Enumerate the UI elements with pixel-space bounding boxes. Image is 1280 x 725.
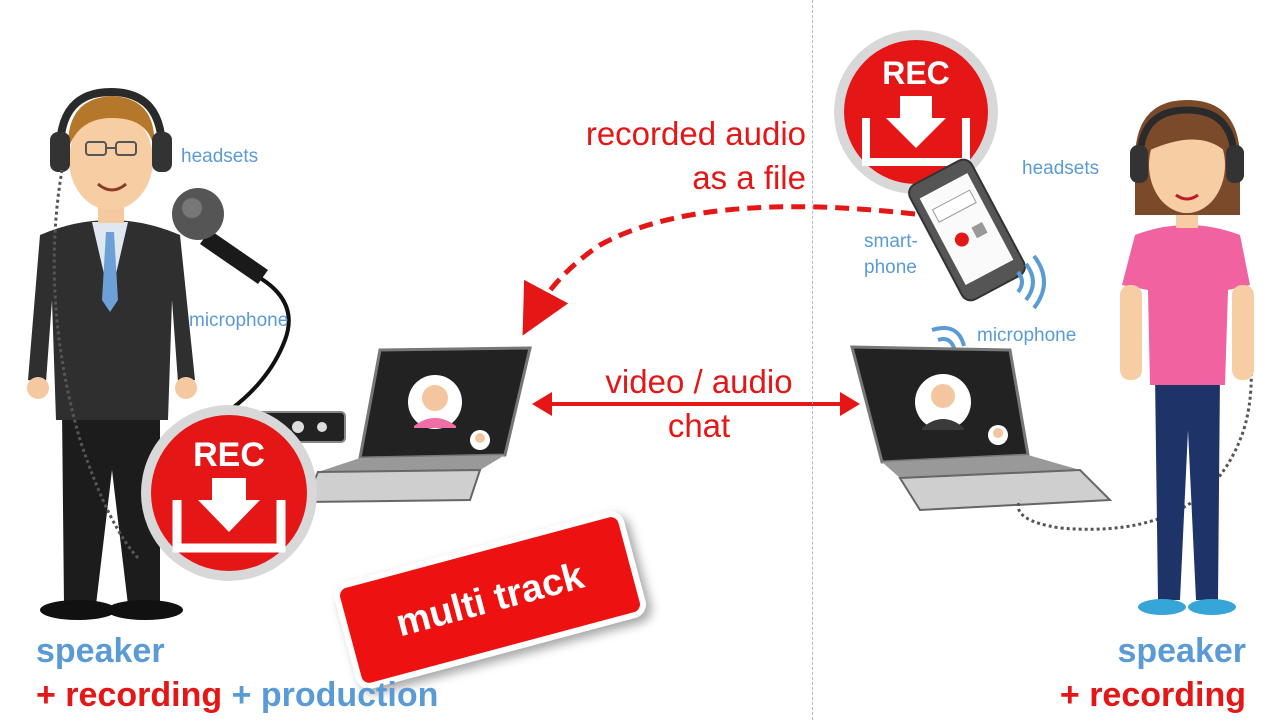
smartphone-icon — [908, 158, 1026, 302]
section-divider — [812, 0, 813, 720]
left-caption-recording: + recording — [36, 676, 223, 714]
left-caption-speaker: speaker — [36, 632, 165, 670]
female-speaker-figure — [1120, 100, 1254, 615]
microphone-icon — [172, 188, 291, 412]
right-caption-speaker: speaker — [1117, 632, 1246, 670]
left-headsets-label: headsets — [181, 146, 259, 167]
chat-label-line1: video / audio — [605, 363, 793, 400]
rec-badge-left: REC — [141, 405, 317, 581]
right-caption-recording: + recording — [1059, 676, 1246, 714]
left-caption-production: + production — [231, 676, 439, 714]
laptop-right-icon — [850, 345, 1113, 512]
chat-label-line2: chat — [667, 407, 731, 444]
rec-label-left: REC — [193, 436, 265, 474]
right-microphone-label: microphone — [977, 325, 1077, 346]
recorded-audio-label-line2: as a file — [692, 159, 806, 196]
smartphone-label-line2: phone — [864, 257, 917, 278]
headset-icon — [50, 87, 172, 172]
left-microphone-label: microphone — [189, 310, 289, 331]
smartphone-label-line1: smart- — [864, 231, 918, 252]
recorded-audio-arrow — [522, 204, 916, 336]
right-headsets-label: headsets — [1022, 158, 1100, 179]
headset-right-icon — [1130, 106, 1244, 183]
laptop-left-icon — [303, 346, 532, 504]
rec-label-right: REC — [882, 55, 950, 91]
rec-badge-right: REC — [834, 30, 998, 194]
wifi-signal-phone-icon — [1016, 254, 1046, 310]
chat-double-arrow — [532, 392, 860, 416]
left-caption-line2: + recording + production — [36, 674, 438, 716]
recorded-audio-label-line1: recorded audio — [585, 115, 806, 152]
